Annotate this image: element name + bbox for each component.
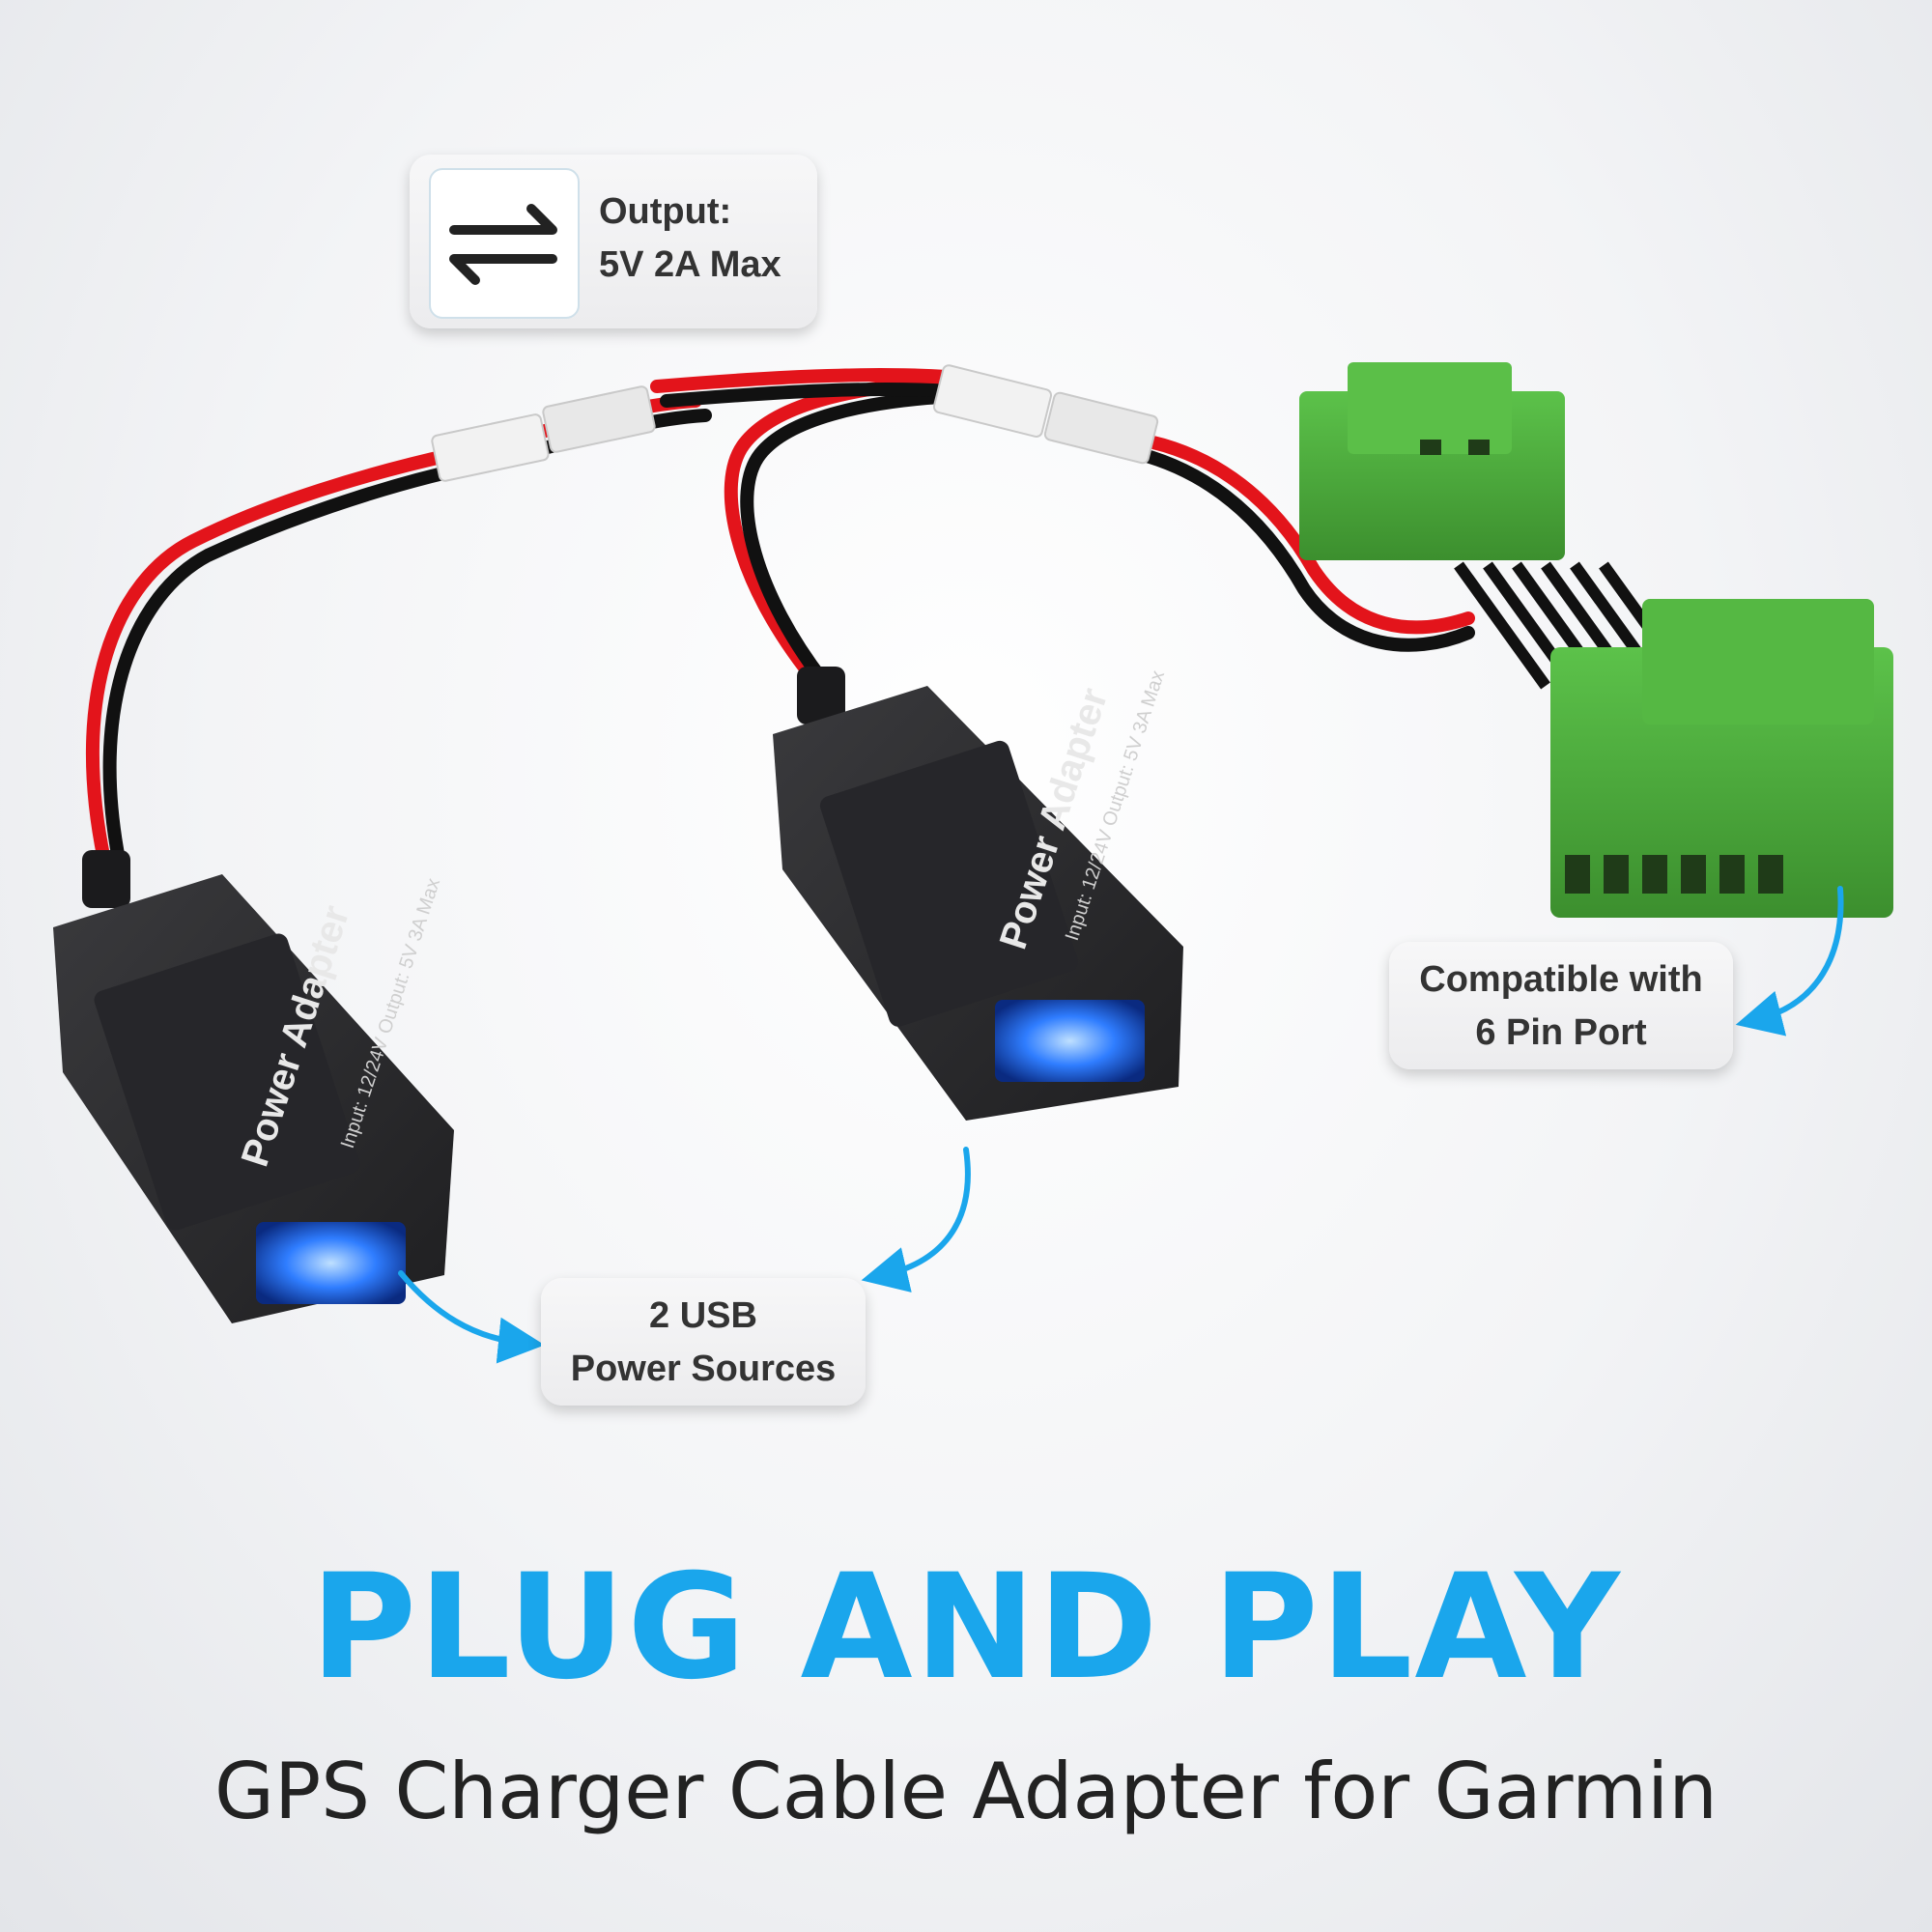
black-wire-left xyxy=(102,409,712,876)
inline-connectors xyxy=(431,364,1159,482)
usb-port-left-glow xyxy=(256,1222,406,1304)
compat-line1: Compatible with xyxy=(1419,959,1703,1000)
red-wire-main xyxy=(650,368,1475,635)
black-wire-main xyxy=(660,383,1475,652)
headline: PLUG AND PLAY xyxy=(310,1544,1622,1712)
output-label: Output: xyxy=(599,191,732,232)
arrow-to-usb-from-right xyxy=(861,1147,971,1293)
output-spec-callout: Output: 5V 2A Max xyxy=(410,155,817,328)
swap-arrows-icon xyxy=(429,168,580,319)
compat-line2: 6 Pin Port xyxy=(1475,1012,1647,1053)
usb-port-right-glow xyxy=(995,1000,1145,1082)
callout-arrows xyxy=(398,886,1844,1364)
black-wire-right xyxy=(740,389,963,688)
output-value: 5V 2A Max xyxy=(599,244,781,285)
power-adapter-left: Power Adapter Input: 12/24V Output: 5V 3… xyxy=(53,850,454,1323)
arrow-to-usb-from-left xyxy=(398,1270,545,1364)
product-subtitle: GPS Charger Cable Adapter for Garmin xyxy=(214,1747,1718,1836)
usb-sources-callout: 2 USB Power Sources xyxy=(541,1278,866,1406)
red-wire-left xyxy=(85,394,702,876)
red-wire-right xyxy=(724,375,953,683)
usb-line1: 2 USB xyxy=(649,1295,757,1336)
compatibility-callout: Compatible with 6 Pin Port xyxy=(1389,942,1733,1069)
arrow-to-compat xyxy=(1735,886,1844,1037)
usb-line2: Power Sources xyxy=(570,1349,837,1389)
six-pin-connector xyxy=(1299,362,1893,918)
power-adapter-right: Power Adapter Input: 12/24V Output: 5V 3… xyxy=(773,667,1183,1121)
